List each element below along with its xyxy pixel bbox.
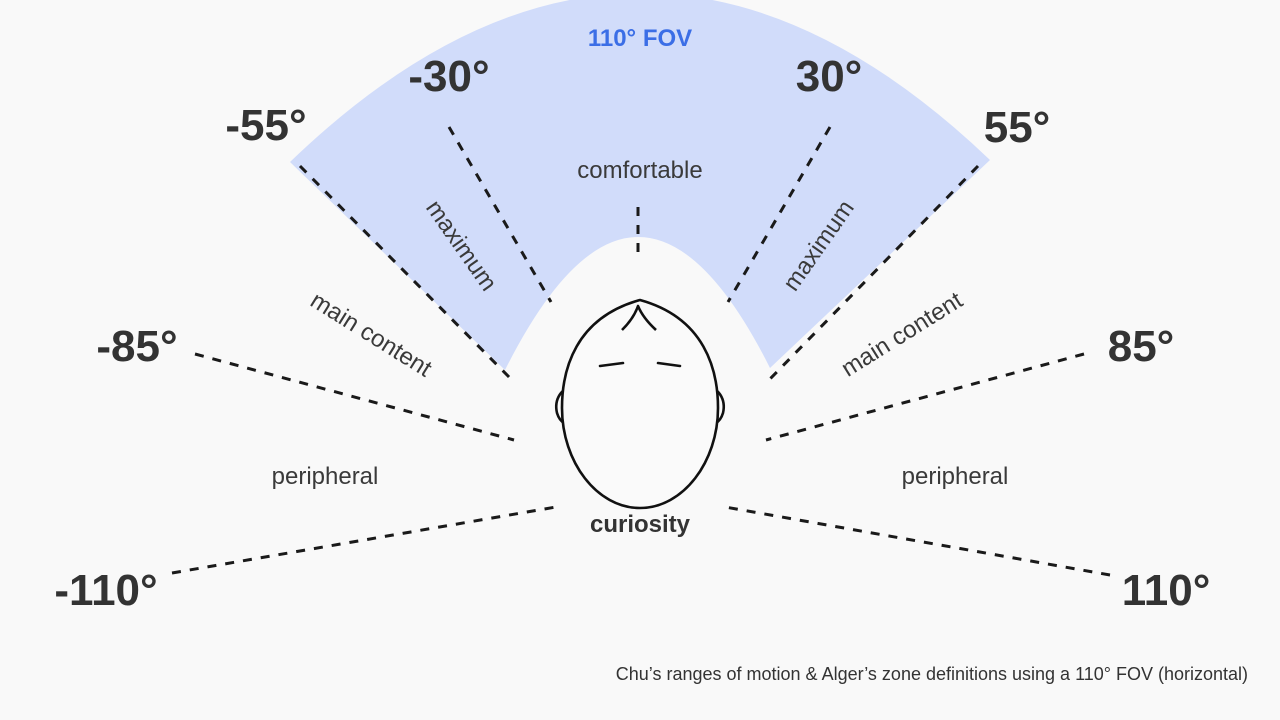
angle-label-pos85: 85° bbox=[1108, 322, 1175, 371]
boundary-line-pos30 bbox=[726, 126, 832, 303]
zone-label-main-content-right: main content bbox=[837, 287, 968, 383]
zone-label-main-content-left: main content bbox=[306, 287, 437, 383]
boundary-line-neg110 bbox=[171, 505, 557, 575]
diagram-caption: Chu’s ranges of motion & Alger’s zone de… bbox=[615, 664, 1248, 684]
zone-label-peripheral-left: peripheral bbox=[272, 463, 379, 490]
head-outline-icon bbox=[555, 298, 725, 510]
boundary-line-pos110 bbox=[724, 505, 1111, 577]
angle-label-neg30: -30° bbox=[408, 52, 489, 101]
boundary-line-neg30 bbox=[447, 126, 553, 303]
zone-label-curiosity: curiosity bbox=[590, 511, 691, 538]
fov-label: 110° FOV bbox=[588, 25, 692, 52]
boundary-line-pos85 bbox=[765, 352, 1085, 442]
zone-label-comfortable: comfortable bbox=[577, 157, 702, 184]
angle-label-pos110: 110° bbox=[1122, 566, 1211, 615]
fov-band bbox=[290, 0, 990, 370]
boundary-line-pos55 bbox=[767, 164, 980, 382]
boundary-line-neg55 bbox=[298, 164, 514, 382]
angle-label-neg110: -110° bbox=[54, 566, 157, 615]
zone-label-peripheral-right: peripheral bbox=[902, 463, 1009, 490]
angle-label-neg55: -55° bbox=[225, 101, 306, 150]
boundary-line-neg85 bbox=[194, 352, 515, 442]
angle-label-pos30: 30° bbox=[796, 52, 863, 101]
angle-label-neg85: -85° bbox=[96, 322, 177, 371]
angle-label-pos55: 55° bbox=[984, 103, 1051, 152]
